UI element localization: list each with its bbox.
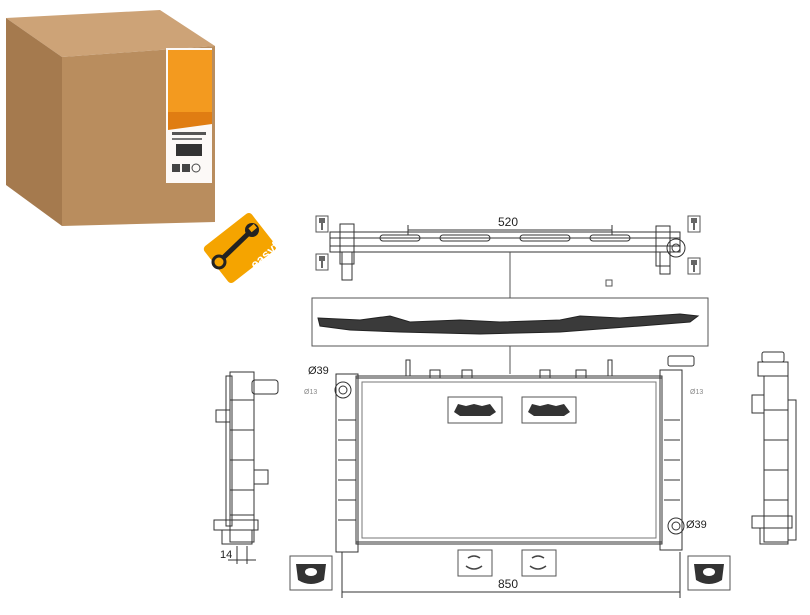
dimension-850: 850 — [341, 552, 681, 598]
profile-strip — [311, 297, 709, 347]
screw-icon — [315, 215, 701, 275]
clip-icon — [457, 549, 557, 577]
outlet-diameter-label: Ø39 — [686, 519, 707, 531]
dim-14-label: 14 — [220, 549, 232, 561]
small-left-label: Ø13 — [304, 389, 317, 396]
dim-850-label: 850 — [498, 577, 518, 591]
right-side-view — [751, 351, 797, 545]
cardboard-box-icon — [6, 10, 215, 226]
dimension-14: 14 — [220, 546, 256, 564]
rubber-mount-icon — [289, 555, 731, 591]
small-right-label: Ø13 — [690, 389, 703, 396]
left-side-view — [213, 371, 279, 545]
dimension-520: 520 — [407, 215, 613, 235]
barcode — [176, 144, 202, 156]
box-orange-stripe — [168, 50, 212, 112]
dim-520-label: 520 — [498, 215, 518, 229]
inlet-diameter-label: Ø39 — [308, 365, 329, 377]
radiator-front — [334, 355, 695, 553]
wrench-icon — [211, 223, 259, 270]
bracket-inset — [447, 396, 577, 424]
top-bar-drawing — [329, 223, 686, 281]
